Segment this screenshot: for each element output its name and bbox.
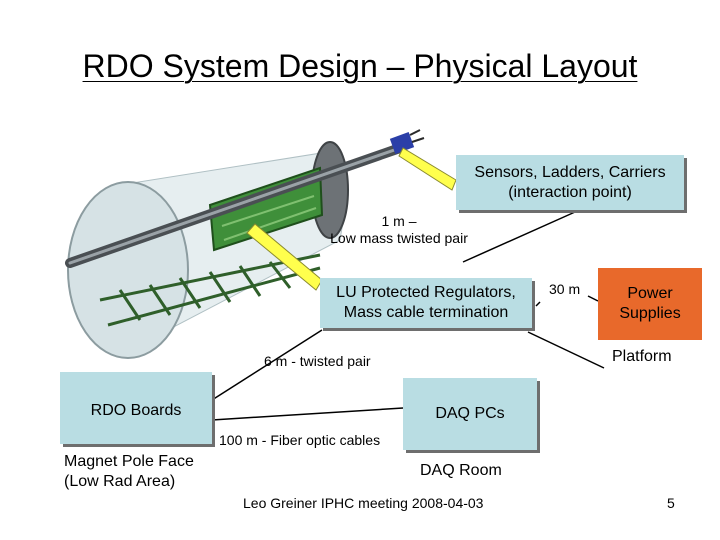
line-30m-a	[535, 301, 541, 307]
label-30m: 30 m	[549, 281, 581, 297]
line-100m	[211, 407, 404, 421]
connection-lines	[211, 211, 605, 421]
label-1m-line1: 1 m –	[381, 213, 417, 229]
power-line1: Power	[627, 285, 673, 302]
footer-text: Leo Greiner IPHC meeting 2008-04-03	[243, 495, 484, 511]
lu-callout-arrow	[246, 223, 323, 291]
label-1m-line2: Low mass twisted pair	[330, 230, 468, 246]
power-supplies-box: Power Supplies	[598, 268, 702, 340]
label-100m: 100 m - Fiber optic cables	[219, 432, 381, 448]
label-1m: 1 m – Low mass twisted pair	[318, 213, 480, 247]
label-platform: Platform	[612, 348, 672, 365]
slide-title: RDO System Design – Physical Layout	[82, 48, 638, 84]
daq-pcs-box: DAQ PCs	[403, 378, 537, 450]
line-platform	[527, 331, 605, 369]
sensors-callout-arrow	[398, 147, 457, 191]
rdo-boards-box: RDO Boards	[60, 372, 212, 444]
line-30m-b	[587, 295, 599, 302]
sensors-ladders-box: Sensors, Ladders, Carriers (interaction …	[456, 155, 684, 210]
daq-pcs-label: DAQ PCs	[435, 405, 505, 422]
beam-pipe-highlight	[68, 146, 402, 265]
line-1m	[462, 211, 576, 263]
magnet-line2: (Low Rad Area)	[64, 473, 176, 490]
lu-regulators-box: LU Protected Regulators, Mass cable term…	[320, 278, 532, 328]
power-line2: Supplies	[619, 305, 681, 322]
rdo-boards-label: RDO Boards	[90, 402, 182, 419]
label-magnet-pole-face: Magnet Pole Face (Low Rad Area)	[64, 452, 194, 492]
cone-opening	[67, 181, 189, 359]
magnet-line1: Magnet Pole Face	[64, 453, 194, 470]
page-number: 5	[667, 495, 675, 511]
line-6m	[211, 329, 323, 401]
sensors-line2: (interaction point)	[508, 183, 632, 201]
label-daq-room: DAQ Room	[420, 462, 502, 479]
sensors-line1: Sensors, Ladders, Carriers	[474, 163, 666, 181]
lu-line2: Mass cable termination	[343, 304, 509, 321]
label-6m: 6 m - twisted pair	[264, 353, 371, 369]
lu-line1: LU Protected Regulators,	[336, 284, 516, 301]
beam-end-component	[389, 129, 425, 154]
